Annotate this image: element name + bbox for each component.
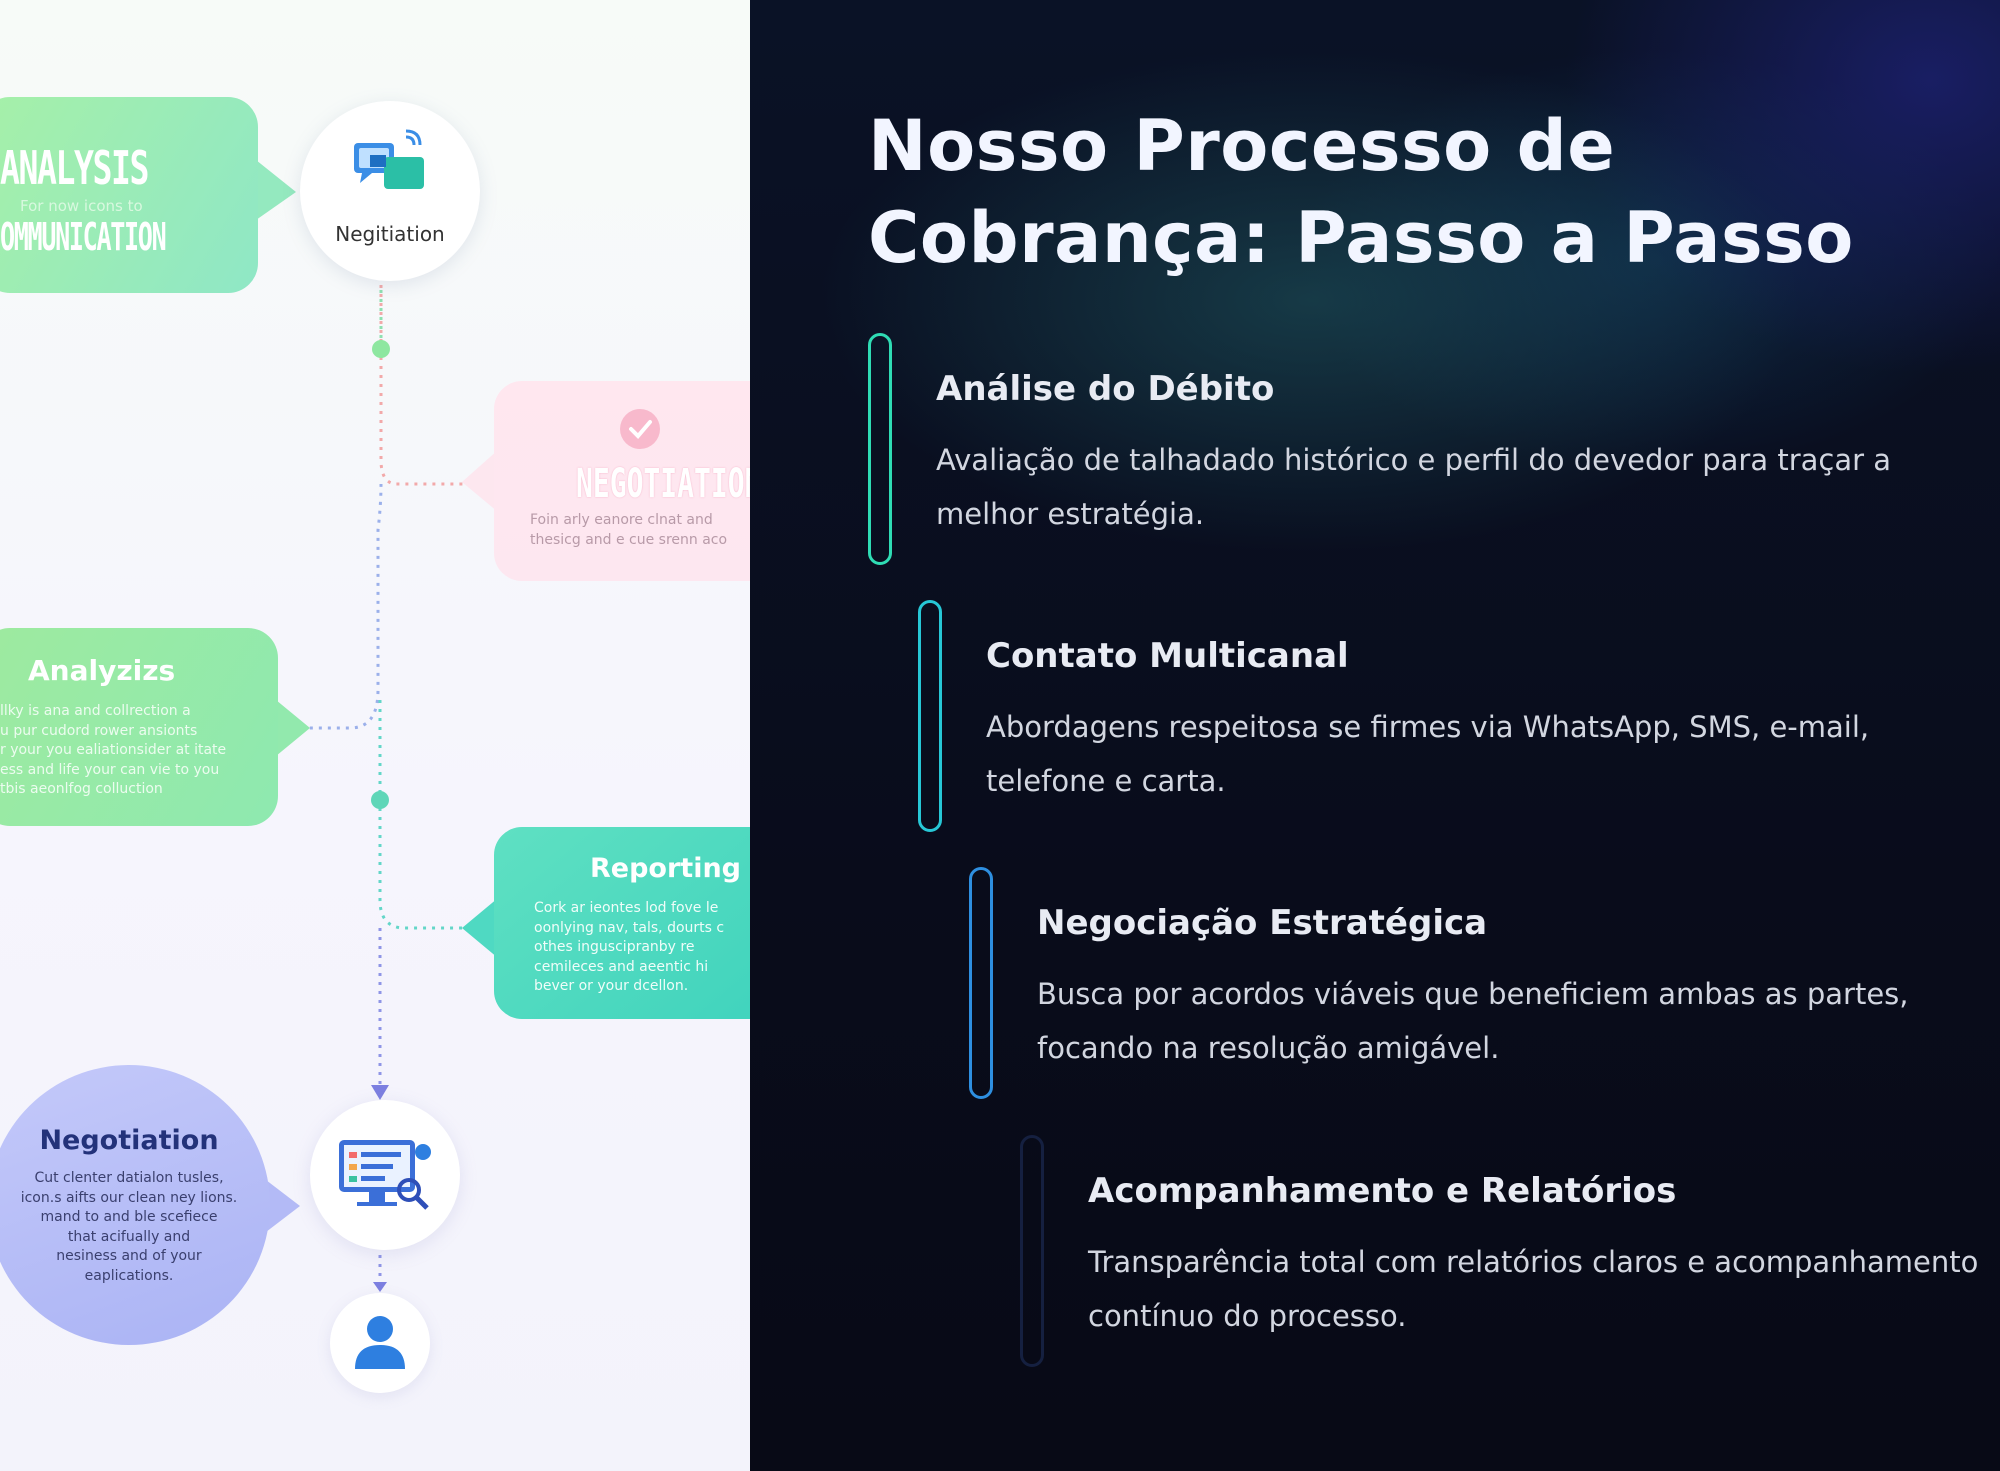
step-marker: [868, 333, 892, 565]
check-icon: [620, 409, 660, 449]
step-desc: Abordagens respeitosa se firmes via What…: [986, 710, 1870, 798]
step-desc: Busca por acordos viáveis que beneficiem…: [1037, 977, 1909, 1065]
connector-dot: [371, 791, 389, 809]
step-marker: [969, 867, 993, 1099]
reporting-desc: Cork ar ieontes lod fove le oonlying nav…: [534, 900, 725, 995]
step-title: Contato Multicanal: [986, 636, 1349, 676]
chat-bubbles-icon: [354, 129, 424, 189]
negotiation-bubble: NEGOTIATION Foin arly eanore clnat and t…: [494, 381, 750, 581]
step-desc: Transparência total com relatórios claro…: [1088, 1245, 1979, 1333]
step-marker: [1020, 1135, 1044, 1367]
negotiation-circle-desc: Cut clenter datialon tusles, icon.s aift…: [20, 1170, 238, 1284]
negitiation-circle: Negitiation: [300, 101, 480, 281]
page-title: Nosso Processo de Cobrança: Passo a Pass…: [868, 105, 1854, 279]
arrow-head-icon: [371, 1085, 389, 1100]
monitor-report-icon: [339, 1140, 431, 1210]
negotiation-circle-title: Negotiation: [39, 1125, 219, 1156]
flow-illustration: ANALYSIS For now icons to OMMUNICATION N…: [0, 0, 750, 1471]
step-title: Acompanhamento e Relatórios: [1088, 1171, 1677, 1211]
arrow-head-icon: [373, 1282, 387, 1292]
negotiation-desc: Foin arly eanore clnat and thesicg and e…: [530, 512, 728, 548]
analyzis-desc: llky is ana and collrection a u pur cudo…: [0, 703, 227, 798]
analysis-bubble: ANALYSIS For now icons to OMMUNICATION: [0, 97, 258, 293]
step-desc: Avaliação de talhadado histórico e perfi…: [936, 443, 1892, 531]
user-icon: [355, 1316, 405, 1369]
user-circle: [330, 1293, 430, 1393]
communication-title: OMMUNICATION: [0, 215, 167, 259]
analyzis-title: Analyzizs: [28, 654, 176, 687]
negotiation-circle: Negotiation Cut clenter datialon tusles,…: [0, 1065, 270, 1345]
step-marker: [918, 600, 942, 832]
analysis-subtitle: For now icons to: [20, 197, 143, 215]
analyzis-bubble: Analyzizs llky is ana and collrection a …: [0, 628, 278, 826]
monitor-circle: [310, 1100, 460, 1250]
negitiation-label: Negitiation: [335, 222, 445, 246]
connector-dot: [372, 340, 390, 358]
analysis-title: ANALYSIS: [0, 141, 149, 195]
step-title: Análise do Débito: [936, 369, 1275, 409]
negotiation-title: NEGOTIATION: [576, 461, 750, 507]
process-panel: Nosso Processo de Cobrança: Passo a Pass…: [750, 0, 2000, 1471]
reporting-title: Reporting: [590, 853, 742, 884]
step-title: Negociação Estratégica: [1037, 903, 1488, 943]
flow-connectors: [256, 160, 498, 1292]
reporting-bubble: Reporting Cork ar ieontes lod fove le oo…: [494, 827, 750, 1019]
